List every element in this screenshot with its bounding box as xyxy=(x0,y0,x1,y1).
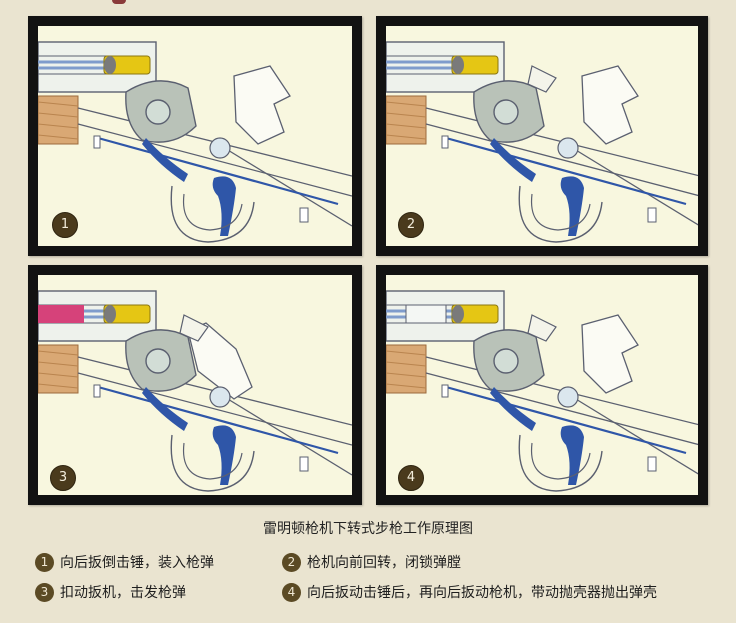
breech-pivot-shape xyxy=(146,100,170,124)
cartridge-case-shape xyxy=(38,305,84,323)
spring-clip-shape xyxy=(300,208,308,222)
panel-number-badge: 1 xyxy=(52,212,78,238)
figure-title: 雷明顿枪机下转式步枪工作原理图 xyxy=(0,518,736,538)
spring-clip-shape xyxy=(94,136,100,148)
hammer-pivot-shape xyxy=(210,138,230,158)
bullet-tip-shape xyxy=(104,305,116,323)
panel-number-badge: 2 xyxy=(398,212,424,238)
panel-4: 4 xyxy=(376,265,708,505)
panel-1: 1 xyxy=(28,16,362,256)
legend-text: 枪机向前回转，闭锁弹膛 xyxy=(307,552,461,572)
bullet-tip-shape xyxy=(104,56,116,74)
spring-clip-shape xyxy=(300,457,308,471)
legend-number: 3 xyxy=(35,583,54,602)
panel-number-badge: 3 xyxy=(50,465,76,491)
mechanism-illustration-3 xyxy=(38,275,352,495)
breech-pivot-shape xyxy=(494,349,518,373)
legend-number: 2 xyxy=(282,553,301,572)
spring-clip-shape xyxy=(94,385,100,397)
legend-number: 4 xyxy=(282,583,301,602)
legend-item-4: 4 向后扳动击锤后，再向后扳动枪机，带动抛壳器抛出弹壳 xyxy=(282,582,657,602)
spring-clip-shape xyxy=(648,208,656,222)
panel-3: 3 xyxy=(28,265,362,505)
breech-pivot-shape xyxy=(494,100,518,124)
hammer-pivot-shape xyxy=(558,387,578,407)
legend-item-2: 2 枪机向前回转，闭锁弹膛 xyxy=(282,552,461,572)
bullet-tip-shape xyxy=(452,56,464,74)
cartridge-case-shape xyxy=(406,305,446,323)
panel-2: 2 xyxy=(376,16,708,256)
legend-item-1: 1 向后扳倒击锤，装入枪弹 xyxy=(35,552,214,572)
legend-number: 1 xyxy=(35,553,54,572)
hammer-pivot-shape xyxy=(558,138,578,158)
panel-number-badge: 4 xyxy=(398,465,424,491)
breech-pivot-shape xyxy=(146,349,170,373)
spring-clip-shape xyxy=(442,136,448,148)
legend-text: 扣动扳机，击发枪弹 xyxy=(60,582,186,602)
legend-text: 向后扳倒击锤，装入枪弹 xyxy=(60,552,214,572)
spring-clip-shape xyxy=(648,457,656,471)
legend-text: 向后扳动击锤后，再向后扳动枪机，带动抛壳器抛出弹壳 xyxy=(307,582,657,602)
mechanism-illustration-4 xyxy=(386,275,698,495)
top-edge-mark xyxy=(112,0,126,4)
mechanism-illustration-2 xyxy=(386,26,698,246)
spring-clip-shape xyxy=(442,385,448,397)
legend-item-3: 3 扣动扳机，击发枪弹 xyxy=(35,582,186,602)
bullet-tip-shape xyxy=(452,305,464,323)
mechanism-illustration-1 xyxy=(38,26,352,246)
hammer-pivot-shape xyxy=(210,387,230,407)
